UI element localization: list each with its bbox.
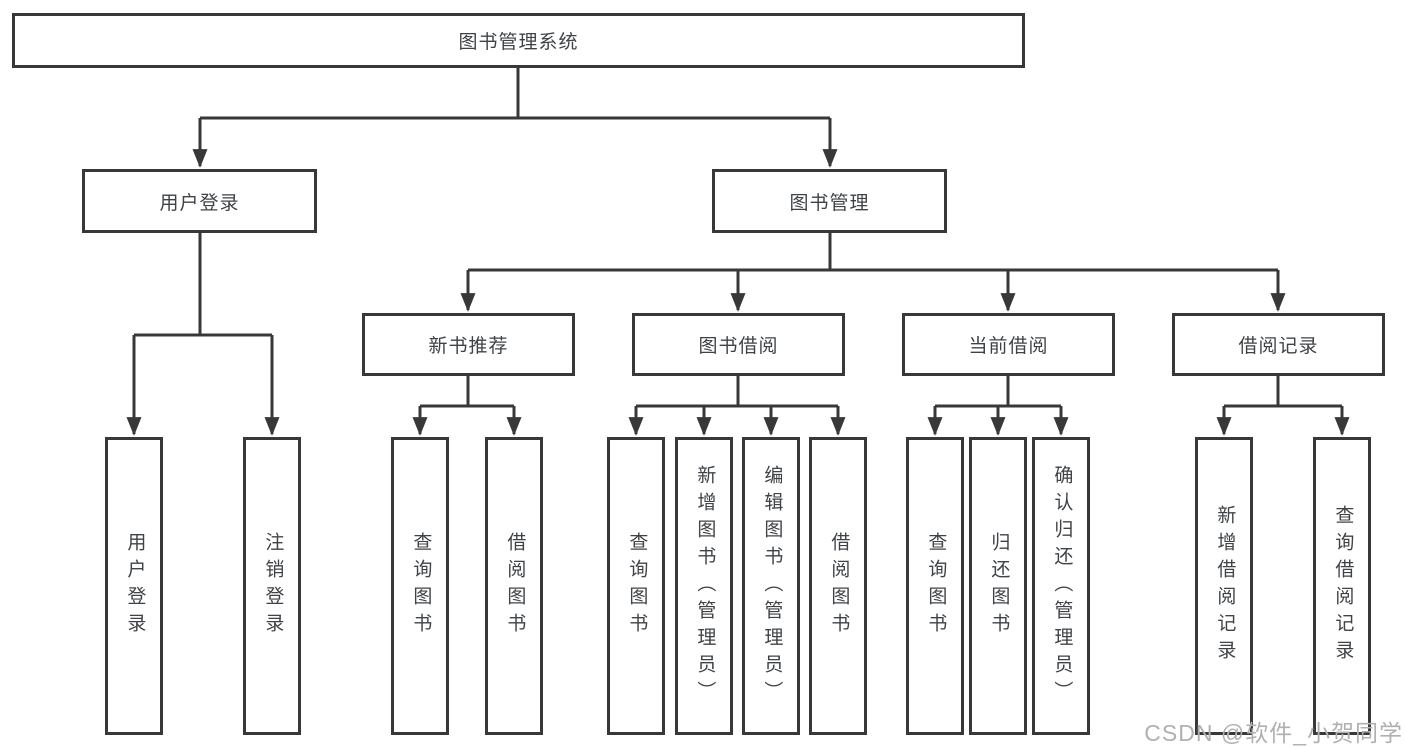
leaf-logout: 注销登录 bbox=[243, 437, 301, 735]
node-user-login: 用户登录 bbox=[82, 169, 317, 233]
leaf-label: 用户登录 bbox=[124, 532, 146, 640]
leaf-current-query-books: 查询图书 bbox=[906, 437, 964, 735]
leaf-query-borrow-record: 查询借阅记录 bbox=[1313, 437, 1371, 735]
leaf-recommend-query-books: 查询图书 bbox=[391, 437, 449, 735]
leaf-label: 查询借阅记录 bbox=[1332, 505, 1354, 667]
leaf-label: 编辑图书（管理员） bbox=[761, 464, 783, 708]
leaf-edit-books-admin: 编辑图书（管理员） bbox=[742, 437, 800, 735]
leaf-label: 查询图书 bbox=[925, 532, 947, 640]
leaf-label: 借阅图书 bbox=[504, 532, 526, 640]
leaf-recommend-borrow-books: 借阅图书 bbox=[485, 437, 543, 735]
node-root-system: 图书管理系统 bbox=[12, 13, 1025, 68]
leaf-label: 借阅图书 bbox=[828, 532, 850, 640]
leaf-label: 查询图书 bbox=[626, 532, 648, 640]
leaf-label: 查询图书 bbox=[410, 532, 432, 640]
leaf-label: 归还图书 bbox=[988, 532, 1010, 640]
leaf-borrow-query-books: 查询图书 bbox=[607, 437, 665, 735]
leaf-borrow-books: 借阅图书 bbox=[809, 437, 867, 735]
leaf-confirm-return-admin: 确认归还（管理员） bbox=[1032, 437, 1090, 735]
csdn-watermark: CSDN @软件_小贺同学 bbox=[1144, 720, 1403, 746]
node-new-book-recommend: 新书推荐 bbox=[362, 313, 575, 376]
leaf-user-login: 用户登录 bbox=[105, 437, 163, 735]
node-borrow-records: 借阅记录 bbox=[1172, 313, 1385, 376]
leaf-label: 确认归还（管理员） bbox=[1051, 464, 1073, 708]
leaf-add-books-admin: 新增图书（管理员） bbox=[675, 437, 733, 735]
node-book-management: 图书管理 bbox=[712, 169, 947, 233]
leaf-add-borrow-record: 新增借阅记录 bbox=[1195, 437, 1253, 735]
node-current-borrow: 当前借阅 bbox=[902, 313, 1115, 376]
node-book-borrow: 图书借阅 bbox=[632, 313, 845, 376]
leaf-return-books: 归还图书 bbox=[969, 437, 1027, 735]
leaf-label: 新增借阅记录 bbox=[1214, 505, 1236, 667]
leaf-label: 新增图书（管理员） bbox=[694, 464, 716, 708]
leaf-label: 注销登录 bbox=[262, 532, 284, 640]
